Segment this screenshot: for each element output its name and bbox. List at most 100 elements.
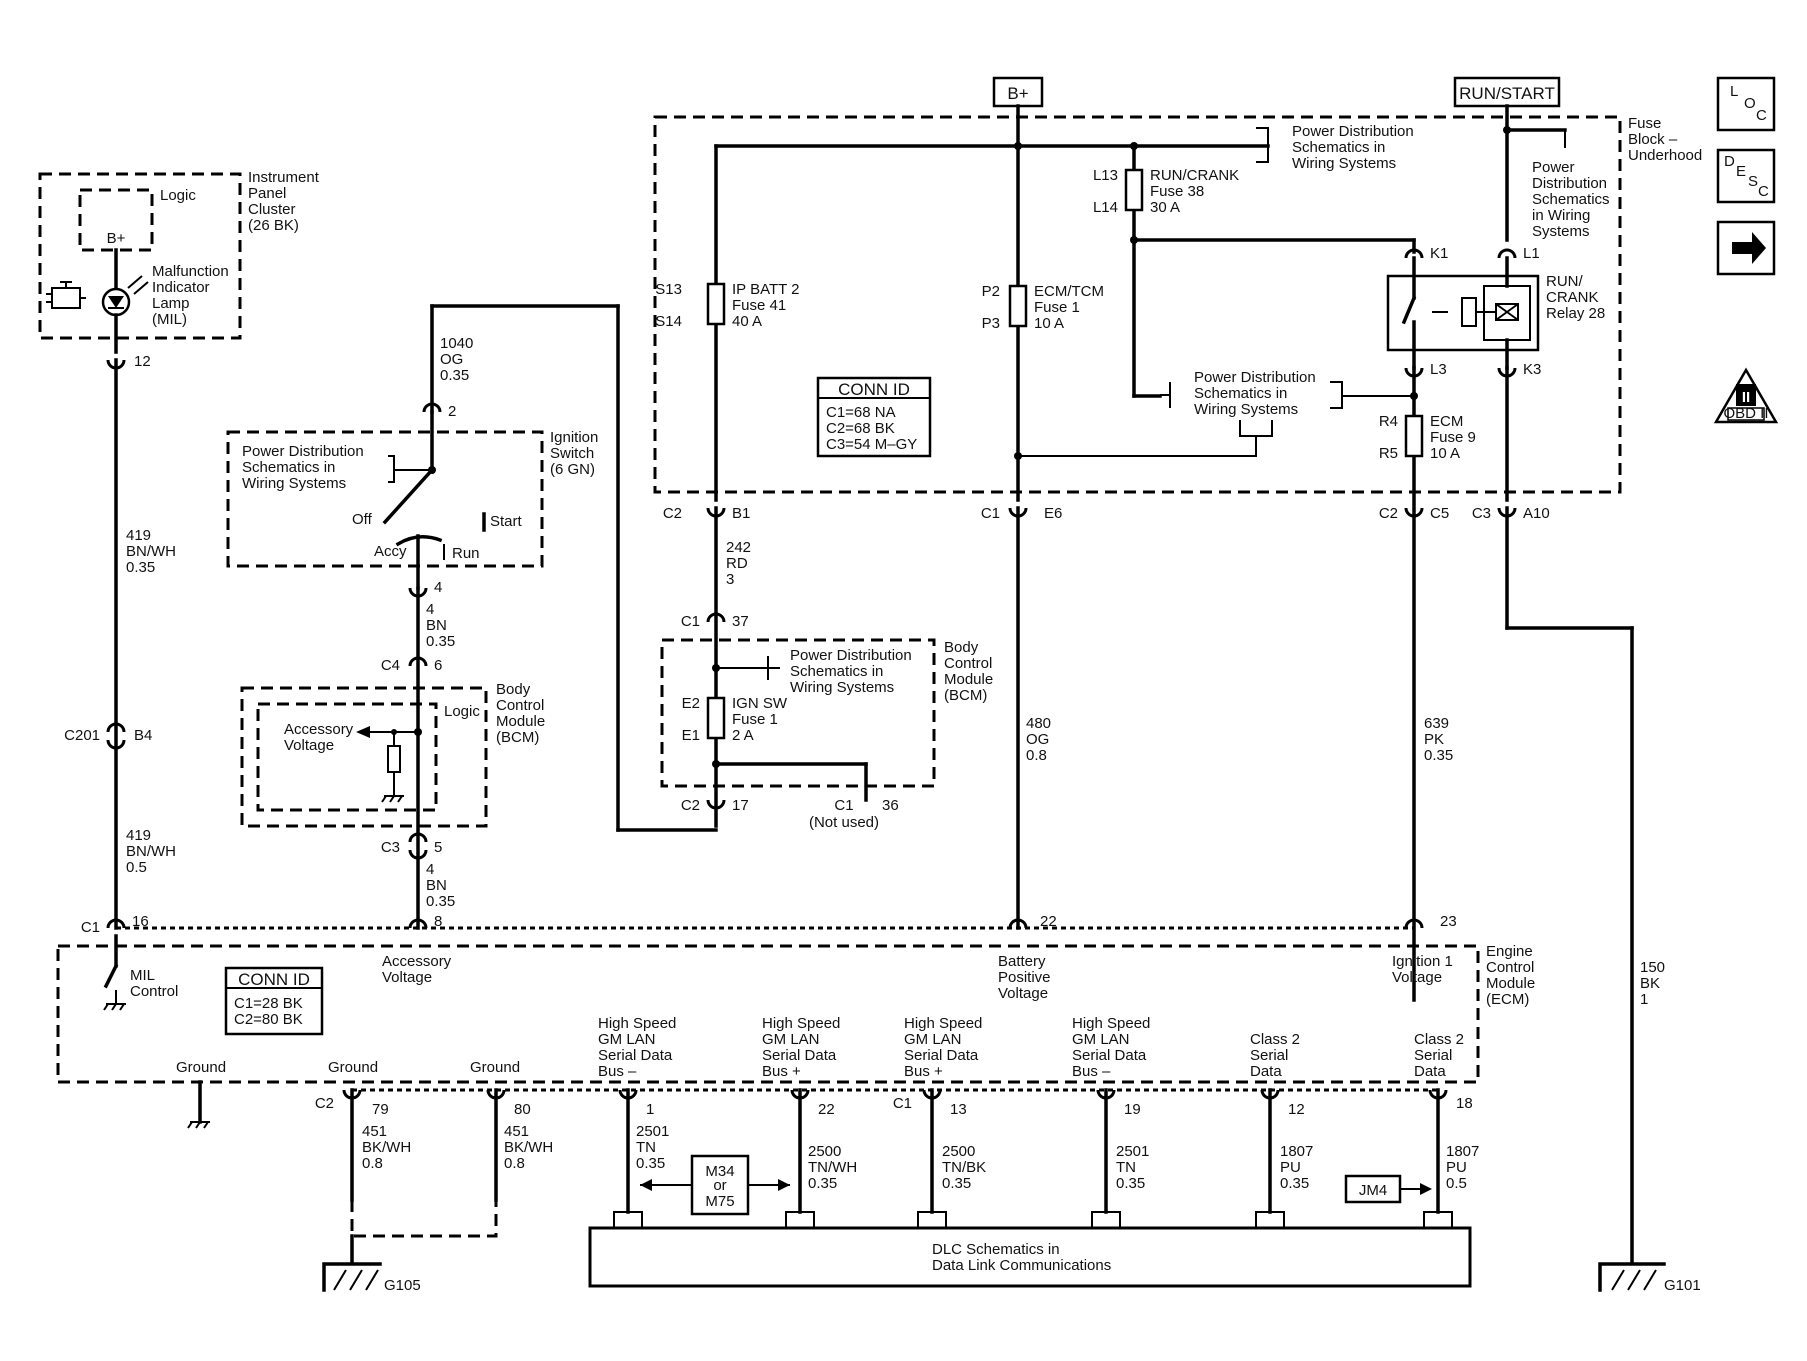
svg-text:Ground: Ground [328, 1059, 378, 1076]
svg-text:C2: C2 [1379, 505, 1398, 522]
bcm1-logic [256, 702, 438, 812]
not-used-pin: C1(Not used) [809, 797, 879, 831]
svg-text:C5: C5 [1430, 505, 1449, 522]
instrument-panel-cluster [38, 172, 242, 340]
svg-text:JM4: JM4 [1359, 1182, 1387, 1199]
svg-text:A10: A10 [1523, 505, 1550, 522]
loc-icon[interactable]: L O C [1716, 76, 1776, 132]
fuse-block-underhood [653, 115, 1622, 494]
svg-text:B+: B+ [107, 230, 126, 247]
svg-text:Logic: Logic [160, 187, 196, 204]
svg-text:8: 8 [434, 913, 442, 930]
svg-text:C3: C3 [381, 839, 400, 856]
svg-text:RUN/START: RUN/START [1459, 84, 1555, 103]
svg-text:17: 17 [732, 797, 749, 814]
engine-icon [46, 281, 86, 309]
svg-text:S13: S13 [655, 281, 682, 298]
engine-control-module [56, 944, 1480, 1084]
svg-text:S: S [1748, 173, 1758, 190]
svg-text:E2: E2 [682, 695, 700, 712]
run-crank-relay [1386, 274, 1540, 352]
svg-text:G105: G105 [384, 1277, 421, 1294]
svg-text:C1: C1 [893, 1095, 912, 1112]
svg-text:12: 12 [1288, 1101, 1305, 1118]
svg-text:19: 19 [1124, 1101, 1141, 1118]
svg-text:12: 12 [134, 353, 151, 370]
svg-text:L1: L1 [1523, 245, 1540, 262]
dlc-connector-stubs [613, 1211, 1453, 1228]
svg-text:K1: K1 [1430, 245, 1448, 262]
svg-text:C: C [1758, 183, 1769, 200]
svg-text:C1: C1 [81, 919, 100, 936]
svg-text:6: 6 [434, 657, 442, 674]
svg-text:B+: B+ [1007, 84, 1028, 103]
ipc-logic [78, 188, 154, 252]
dlc-box [588, 1226, 1472, 1288]
svg-text:E1: E1 [682, 727, 700, 744]
next-page-arrow-icon[interactable] [1716, 220, 1776, 276]
svg-text:79: 79 [372, 1101, 389, 1118]
svg-text:R4: R4 [1379, 413, 1398, 430]
desc-icon[interactable]: D E S C [1716, 148, 1776, 204]
svg-text:D: D [1724, 153, 1735, 170]
svg-text:Ground: Ground [176, 1059, 226, 1076]
svg-text:C4: C4 [381, 657, 400, 674]
svg-text:C3: C3 [1472, 505, 1491, 522]
svg-text:CONN ID: CONN ID [238, 970, 310, 989]
body-control-module-2 [660, 638, 936, 788]
svg-text:13: 13 [950, 1101, 967, 1118]
svg-text:18: 18 [1456, 1095, 1473, 1112]
svg-text:Run: Run [452, 545, 480, 562]
svg-text:4: 4 [434, 579, 442, 596]
svg-text:P2: P2 [982, 283, 1000, 300]
bplus-source: B+ [992, 76, 1044, 108]
ground-g105: G105 [322, 1234, 421, 1294]
obd-ii-icon: II OBD II [1713, 367, 1779, 424]
svg-text:5: 5 [434, 839, 442, 856]
svg-text:K3: K3 [1523, 361, 1541, 378]
ignition-switch [226, 430, 544, 568]
ip-batt-fuse [706, 282, 726, 326]
svg-text:Ground: Ground [470, 1059, 520, 1076]
svg-text:R5: R5 [1379, 445, 1398, 462]
svg-text:L: L [1730, 83, 1738, 100]
svg-text:L3: L3 [1430, 361, 1447, 378]
ign-sw-fuse [706, 696, 726, 740]
svg-text:C2: C2 [315, 1095, 334, 1112]
run-crank-fuse [1124, 168, 1144, 212]
svg-text:C1: C1 [981, 505, 1000, 522]
svg-text:C: C [1756, 107, 1767, 124]
